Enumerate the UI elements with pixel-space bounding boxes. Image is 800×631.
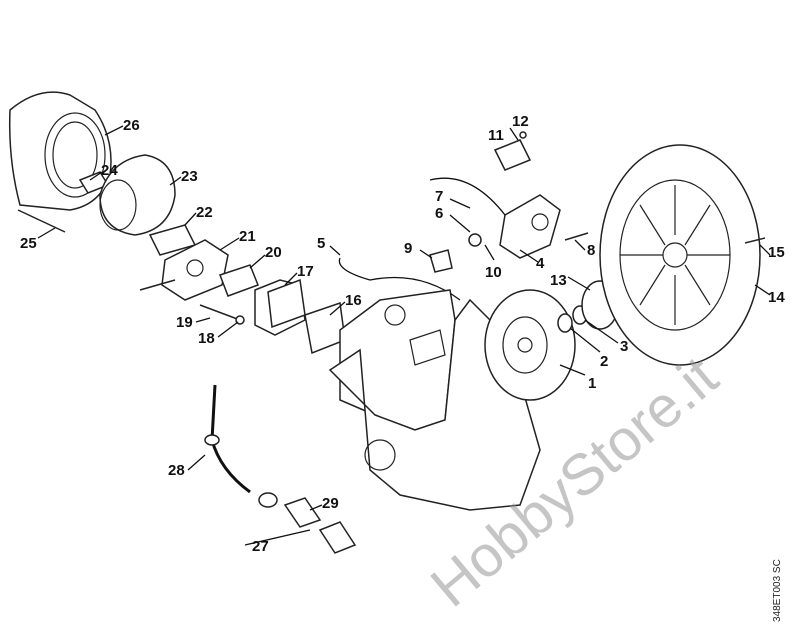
label-26: 26	[123, 117, 140, 134]
part-screw-19	[199, 304, 241, 321]
label-8: 8	[587, 242, 595, 259]
label-20: 20	[265, 244, 282, 261]
label-7: 7	[435, 188, 443, 205]
part-grommet	[258, 492, 278, 508]
part-screw-15	[744, 237, 766, 244]
part-number-labels: 26 24 23 22 25 21 20 17 19 18 16 5 12 11…	[20, 113, 785, 555]
part-gasket-20	[219, 264, 259, 297]
label-29: 29	[322, 495, 339, 512]
label-19: 19	[176, 314, 193, 331]
part-air-filter	[99, 154, 176, 236]
part-flywheel	[484, 289, 576, 401]
part-fan-housing	[599, 144, 761, 366]
part-clip-9	[429, 249, 453, 273]
drawing-code: 348ET003 SC	[772, 559, 783, 622]
label-16: 16	[345, 292, 362, 309]
label-10: 10	[485, 264, 502, 281]
label-27: 27	[252, 538, 269, 555]
part-washer-2	[557, 313, 573, 333]
leader-lines	[37, 125, 771, 546]
label-1: 1	[588, 375, 596, 392]
part-switch-11	[493, 139, 532, 171]
label-11: 11	[488, 127, 504, 144]
label-21: 21	[239, 228, 256, 245]
part-intake-manifold	[254, 278, 306, 336]
label-17: 17	[297, 263, 314, 280]
label-24: 24	[101, 162, 118, 179]
label-9: 9	[404, 240, 412, 257]
label-14: 14	[768, 289, 785, 306]
label-4: 4	[536, 255, 545, 272]
part-gasket-16	[304, 301, 346, 355]
part-carburetor	[139, 239, 229, 301]
label-25: 25	[20, 235, 37, 252]
part-screw-25	[17, 209, 66, 233]
part-hose-5	[338, 257, 461, 301]
label-2: 2	[600, 353, 608, 370]
part-spark-plug-boot	[468, 233, 482, 247]
label-15: 15	[768, 244, 785, 261]
part-screw-12	[519, 131, 527, 139]
label-23: 23	[181, 168, 198, 185]
part-fuel-pickup-27	[318, 521, 357, 554]
label-13: 13	[550, 272, 567, 289]
label-12: 12	[512, 113, 529, 130]
label-18: 18	[198, 330, 215, 347]
part-shroud	[8, 91, 112, 211]
part-ignition-module	[429, 177, 561, 259]
label-3: 3	[620, 338, 628, 355]
label-6: 6	[435, 205, 443, 222]
label-5: 5	[317, 235, 325, 252]
label-28: 28	[168, 462, 185, 479]
part-filter-tube-29	[283, 497, 322, 528]
part-screw-8	[564, 232, 589, 241]
label-22: 22	[196, 204, 213, 221]
